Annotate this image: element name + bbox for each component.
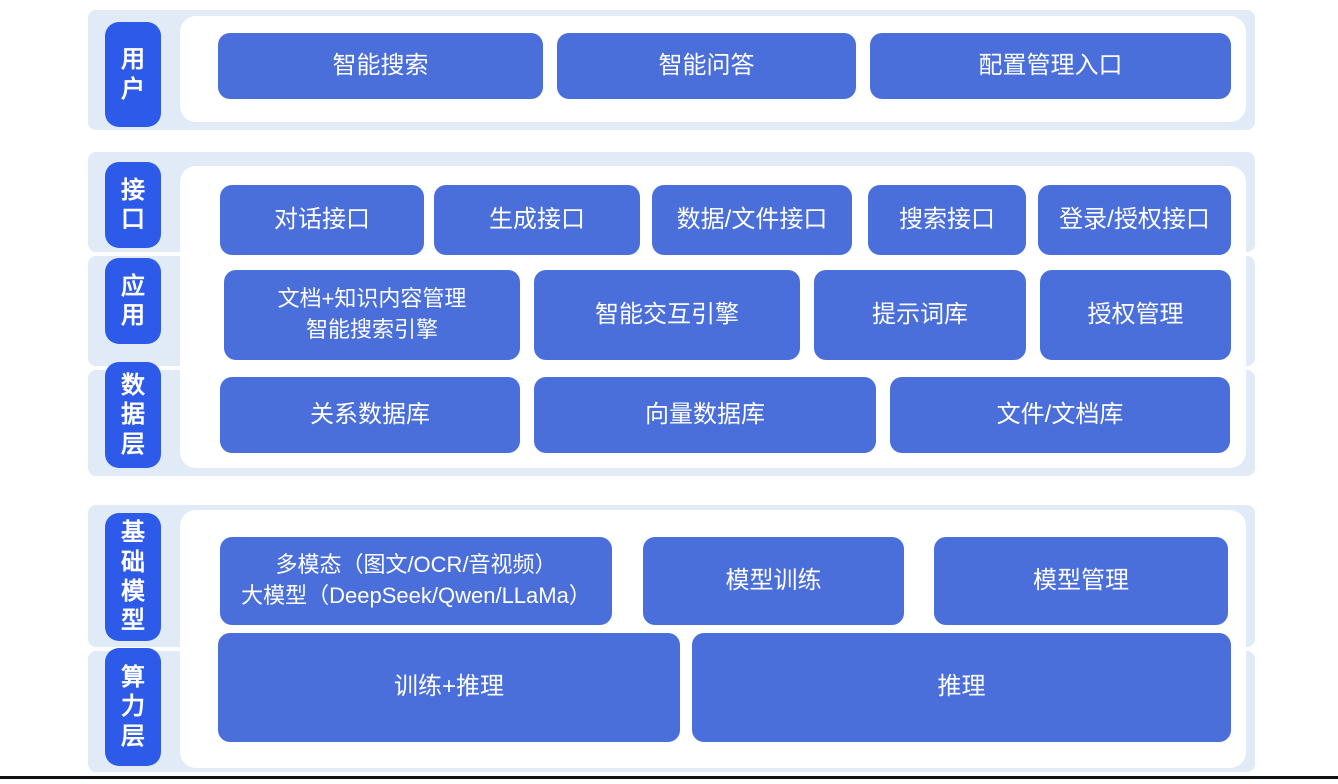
box-smart-qa: 智能问答 [557,33,856,99]
box-inference: 推理 [692,633,1231,742]
box-multimodal-llm: 多模态（图文/OCR/音视频） 大模型（DeepSeek/Qwen/LLaMa） [220,537,612,625]
layer-label-compute: 算力层 [105,648,161,766]
box-doc-knowledge-search-engine: 文档+知识内容管理 智能搜索引擎 [224,270,520,360]
layer-label-data: 数据层 [105,362,161,468]
box-search-api: 搜索接口 [868,185,1026,255]
box-text: 智能问答 [658,51,755,79]
layer-label-foundation-model-text: 基础模型 [121,519,145,635]
box-text: 向量数据库 [645,400,765,428]
box-text: 配置管理入口 [978,51,1123,79]
box-text: 搜索接口 [899,205,995,233]
layer-label-user: 用户 [105,22,161,127]
box-config-management-entry: 配置管理入口 [870,33,1231,99]
box-relational-db: 关系数据库 [220,377,520,453]
layer-label-data-text: 数据层 [121,372,145,458]
layer-label-foundation-model: 基础模型 [105,513,161,641]
box-model-management: 模型管理 [934,537,1228,625]
box-prompt-library: 提示词库 [814,270,1026,360]
box-text: 数据/文件接口 [676,205,828,233]
box-text-line2: 大模型（DeepSeek/Qwen/LLaMa） [241,583,591,608]
bottom-divider-line [0,776,1338,779]
layer-label-compute-text: 算力层 [121,664,145,750]
box-text: 关系数据库 [310,400,430,428]
box-auth-management: 授权管理 [1040,270,1231,360]
box-text-line1: 文档+知识内容管理 [277,286,467,312]
box-smart-search: 智能搜索 [218,33,543,99]
box-text-line2: 智能搜索引擎 [305,317,438,342]
box-generation-api: 生成接口 [434,185,640,255]
layer-label-interface: 接口 [105,162,161,248]
box-text: 模型管理 [1033,566,1129,594]
box-text: 生成接口 [489,205,585,233]
box-text: 对话接口 [274,205,370,233]
box-text: 训练+推理 [393,673,504,701]
box-text: 模型训练 [725,566,822,594]
layer-label-user-text: 用户 [121,46,145,103]
box-text: 智能交互引擎 [595,300,739,328]
box-data-file-api: 数据/文件接口 [652,185,852,255]
box-text: 授权管理 [1087,300,1184,328]
box-dialog-api: 对话接口 [220,185,424,255]
box-training-inference: 训练+推理 [218,633,680,742]
layer-label-application: 应用 [105,258,161,344]
box-text: 文件/文档库 [996,400,1124,428]
box-text: 登录/授权接口 [1059,205,1210,233]
layer-label-interface-text: 接口 [121,176,145,233]
box-text: 智能搜索 [332,51,429,79]
box-interactive-engine: 智能交互引擎 [534,270,800,360]
box-text: 推理 [937,673,986,701]
box-text: 提示词库 [872,300,968,328]
box-model-training: 模型训练 [643,537,904,625]
layer-label-application-text: 应用 [121,272,145,329]
box-file-doc-store: 文件/文档库 [890,377,1230,453]
box-text-line1: 多模态（图文/OCR/音视频） [275,552,557,578]
box-vector-db: 向量数据库 [534,377,876,453]
box-login-auth-api: 登录/授权接口 [1038,185,1231,255]
